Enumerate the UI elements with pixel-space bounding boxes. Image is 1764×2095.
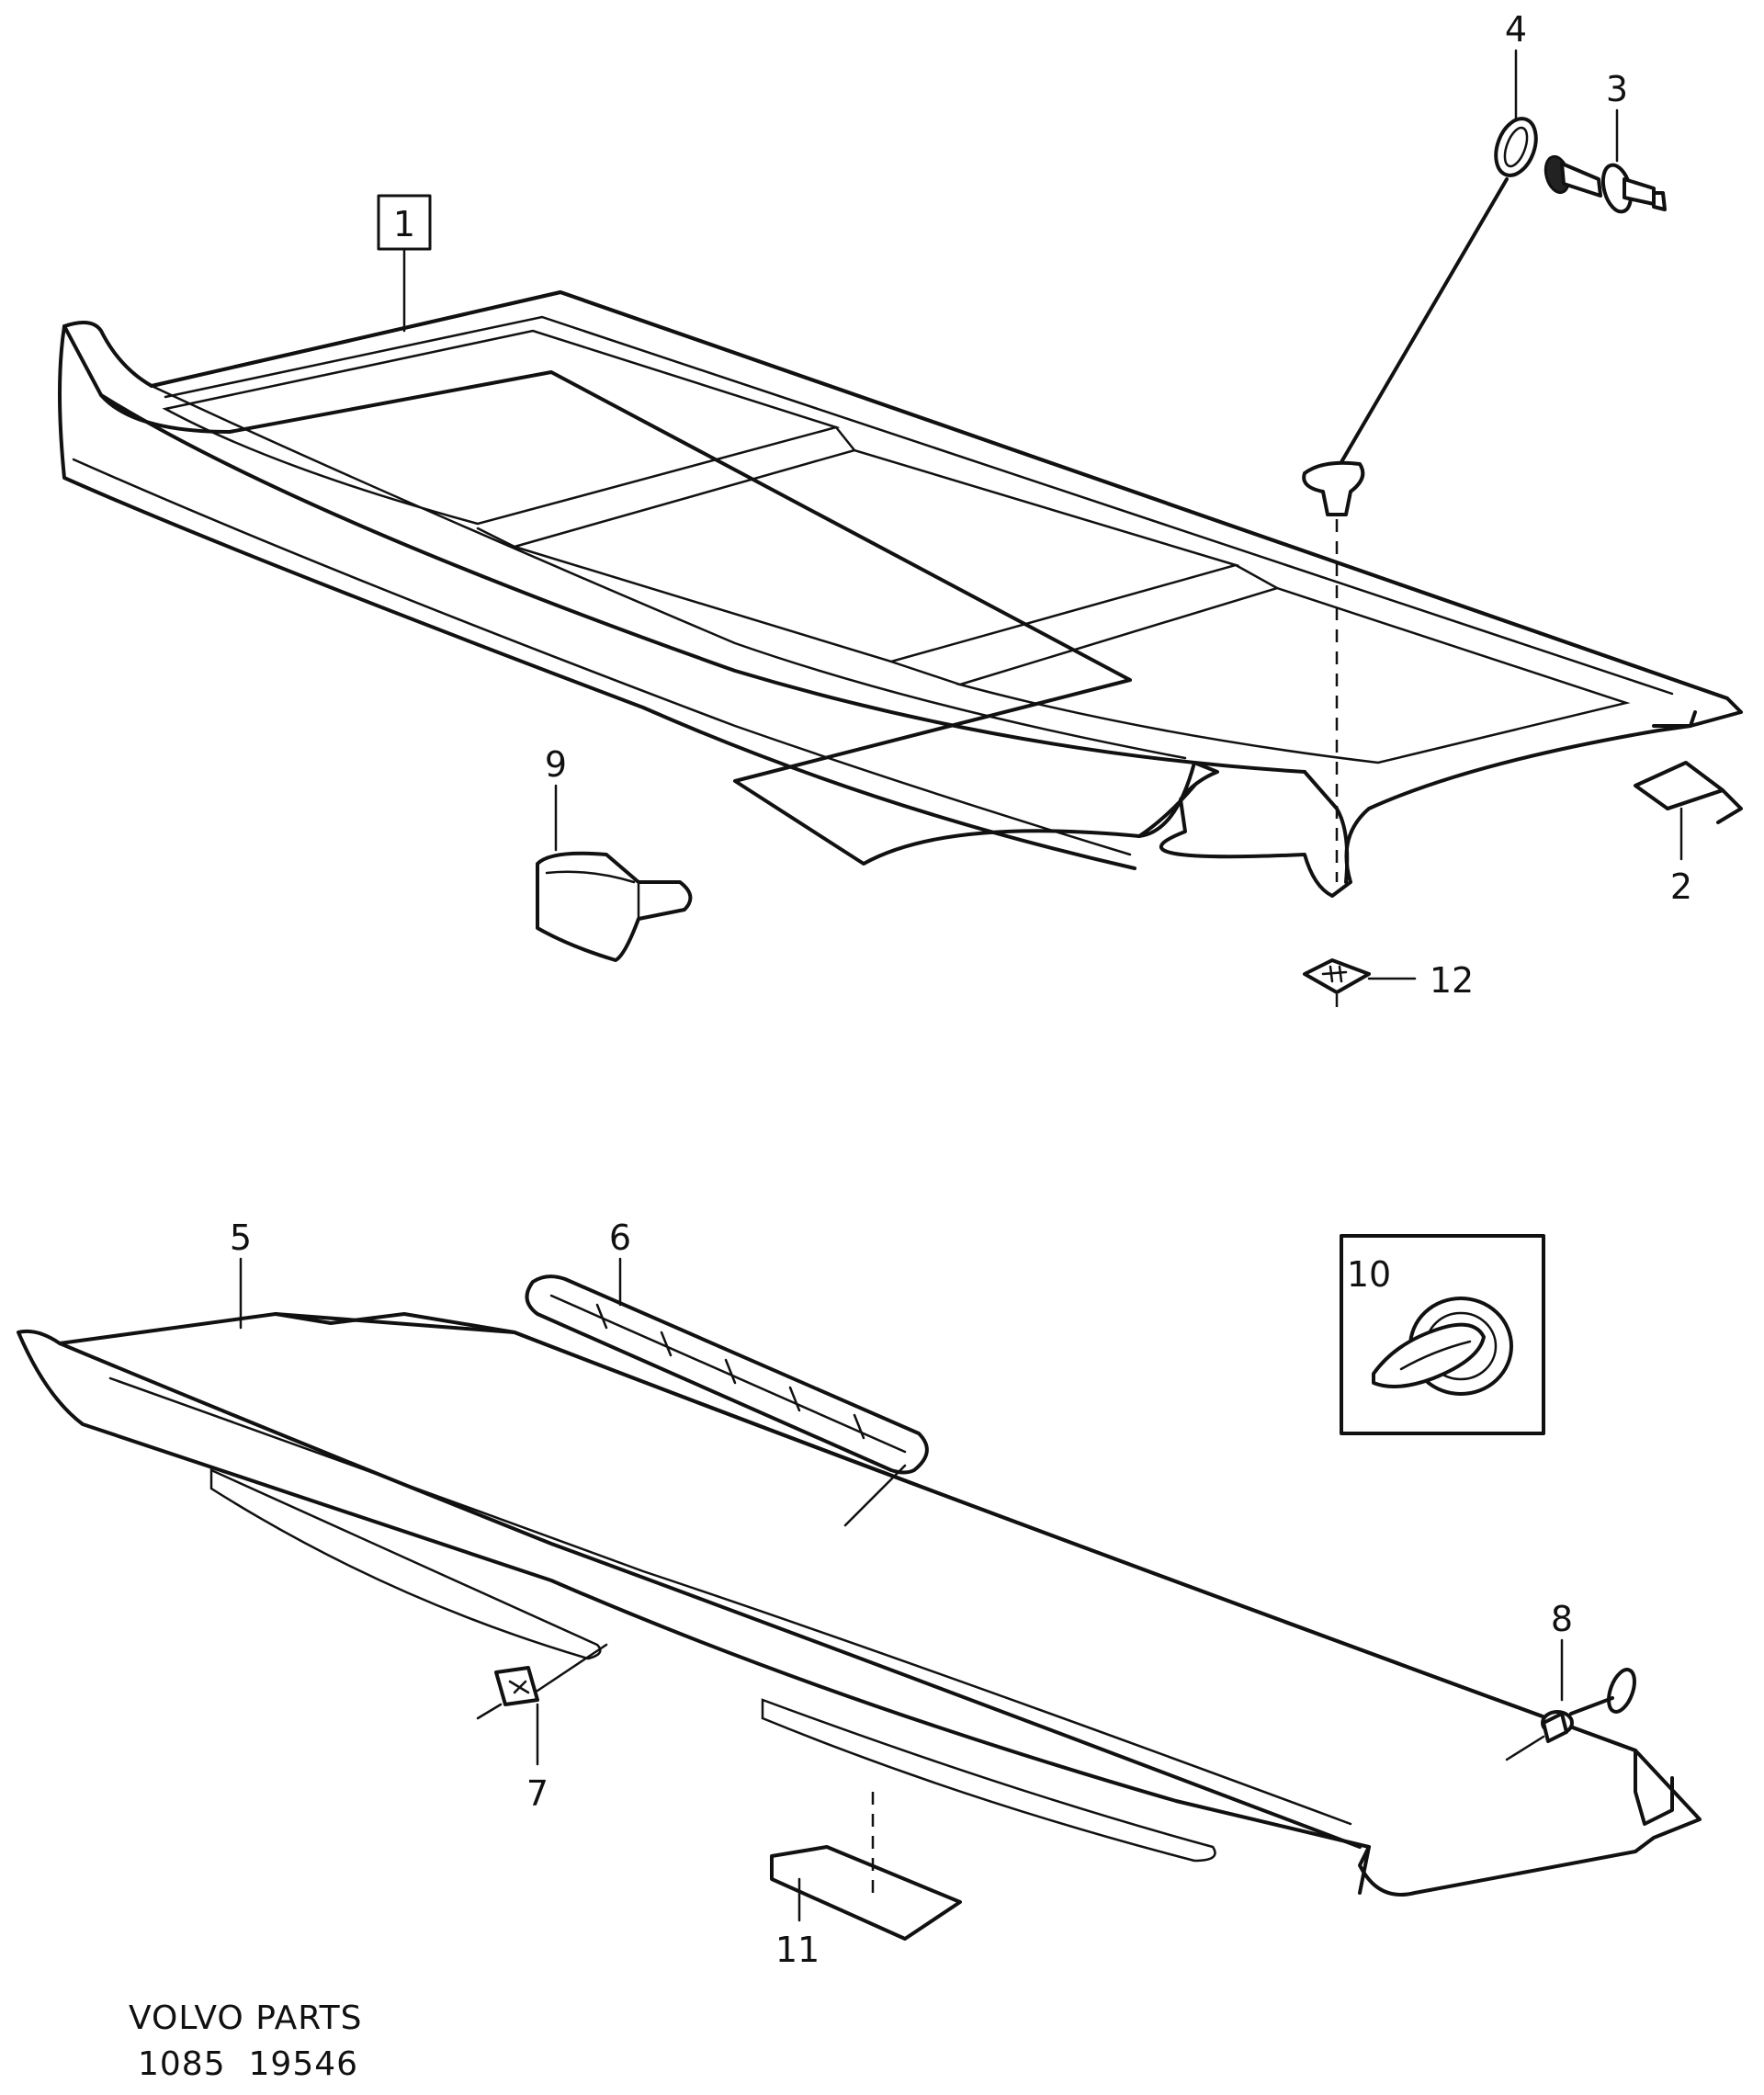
- callout-9: 9: [545, 744, 567, 852]
- callout-2-label: 2: [1670, 866, 1692, 907]
- pad: [770, 1792, 962, 1941]
- callout-10-label: 10: [1347, 1254, 1391, 1295]
- callout-11: 11: [775, 1877, 820, 1970]
- small-clip: [1303, 958, 1371, 1011]
- retaining-cable: [1302, 117, 1538, 882]
- callout-11-label: 11: [775, 1930, 820, 1970]
- callout-7: 7: [526, 1703, 548, 1814]
- parcel-shelf-lower: [17, 1312, 1702, 1897]
- callout-8-label: 8: [1551, 1599, 1573, 1639]
- callout-12: 12: [1367, 960, 1474, 1001]
- footer-brand: VOLVO PARTS: [129, 1999, 362, 2037]
- callout-8: 8: [1551, 1599, 1573, 1702]
- callout-3-label: 3: [1606, 69, 1628, 109]
- callout-4-label: 4: [1505, 9, 1527, 50]
- callout-1-label: 1: [393, 204, 415, 244]
- callout-4: 4: [1505, 9, 1527, 121]
- detail-frame-10: 10: [1340, 1234, 1545, 1435]
- push-pin: [1505, 1668, 1636, 1761]
- callout-2: 2: [1670, 807, 1692, 907]
- callout-5: 5: [230, 1217, 252, 1330]
- footer-code: 1085 19546: [138, 2045, 358, 2083]
- clip-screw: [1544, 154, 1667, 214]
- callout-7-label: 7: [526, 1773, 548, 1814]
- parcel-shelf-upper: [58, 290, 1743, 898]
- callout-12-label: 12: [1430, 960, 1474, 1001]
- small-tag: [476, 1643, 608, 1720]
- callout-9-label: 9: [545, 744, 567, 785]
- callout-3: 3: [1606, 69, 1628, 163]
- foam-block: [536, 851, 693, 962]
- callout-5-label: 5: [230, 1217, 252, 1258]
- callout-6-label: 6: [609, 1217, 631, 1258]
- callout-1: 1: [377, 194, 432, 333]
- vent-grille: [525, 1274, 929, 1527]
- bracket-clip: [1634, 761, 1743, 824]
- callout-6: 6: [609, 1217, 631, 1307]
